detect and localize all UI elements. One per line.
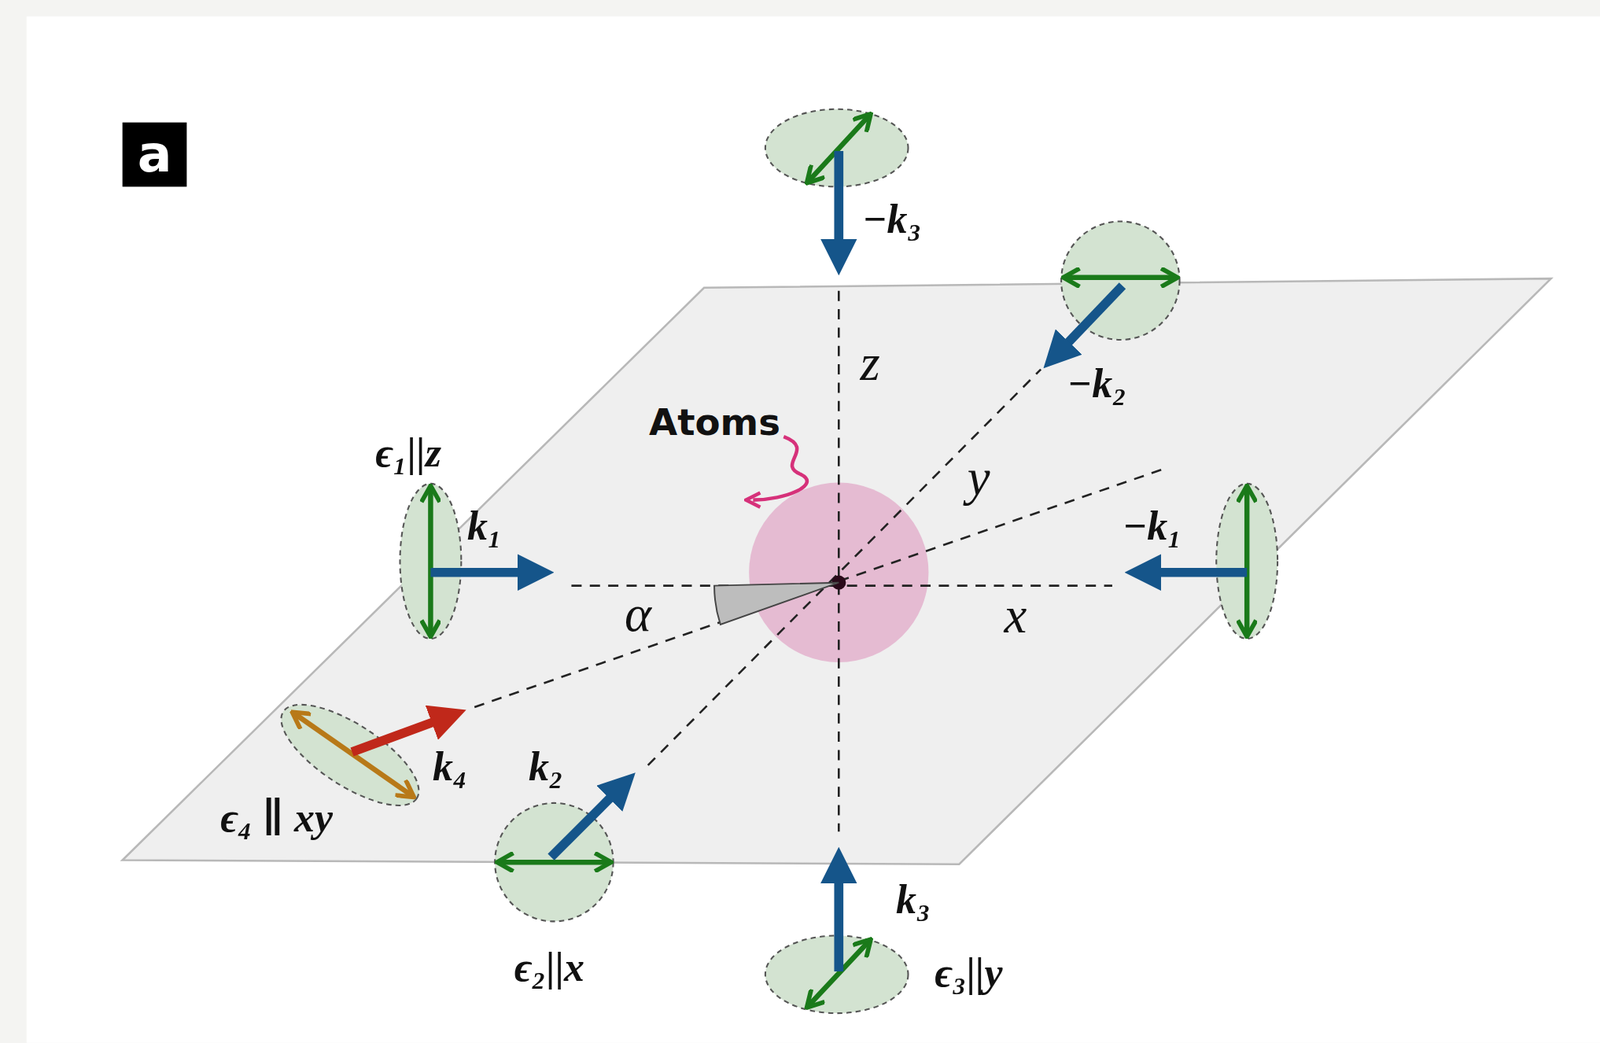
angle-arc [714, 582, 839, 625]
axis-label: z [860, 336, 881, 388]
wavevector-label: −k₂ [1067, 363, 1127, 405]
polarization-label: ϵ₁||z [375, 432, 441, 474]
axes [474, 291, 1169, 833]
polarization-label: ϵ₂||x [514, 947, 585, 989]
atoms-pointer [752, 436, 808, 500]
panel-tag: a [122, 122, 188, 188]
axis-label: y [967, 452, 991, 504]
angle-label: α [624, 587, 652, 639]
wavevector-label: k₂ [528, 747, 564, 789]
wavevector-label: k₃ [895, 879, 931, 921]
polarization-arrows [430, 115, 1247, 1007]
wavevector-label: k₄ [432, 747, 468, 789]
wavevector-label: −k₁ [1122, 505, 1182, 547]
wavevector-arrows [430, 151, 1247, 972]
axis-label: x [1003, 589, 1027, 642]
wavevector-label: −k₃ [862, 199, 922, 240]
wavevector-label: k₁ [467, 505, 502, 547]
polarization-label: ϵ₃||y [934, 953, 1003, 995]
polarization-label: ϵ₄ ∥ xy [220, 797, 333, 839]
polarization-ellipses [266, 109, 1278, 1014]
xy-plane [122, 278, 1552, 865]
atoms-label: Atoms [648, 404, 781, 442]
